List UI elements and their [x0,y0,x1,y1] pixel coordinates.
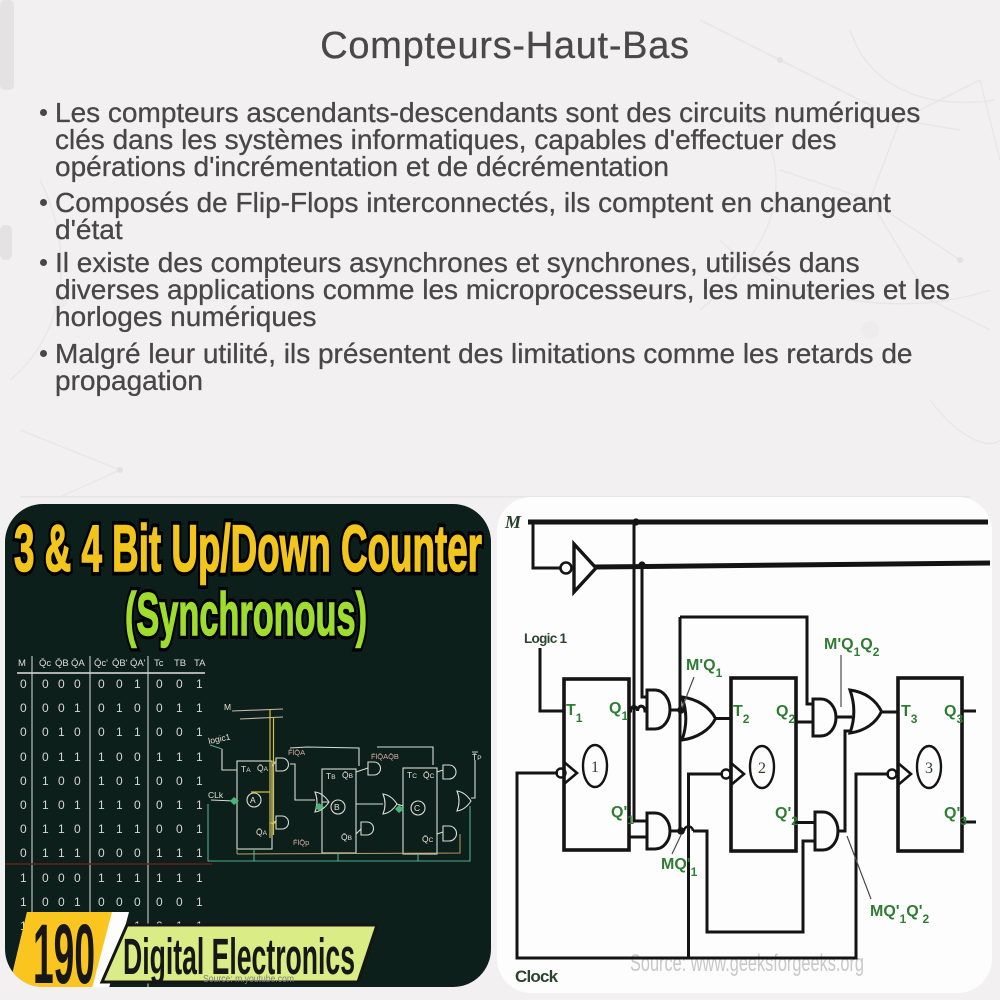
svg-text:Logic 1: Logic 1 [524,631,568,646]
svg-text:F̄lQ̄p: F̄lQ̄p [293,838,309,847]
svg-text:B: B [334,802,340,812]
svg-text:Source: www.geeksforgeeks.org: Source: www.geeksforgeeks.org [630,950,864,977]
svg-text:Q̄B: Q̄B [341,832,352,842]
svg-text:M: M [224,702,231,712]
svg-text:MQ'1Q'2: MQ'1Q'2 [870,903,930,926]
svg-text:T3: T3 [901,703,918,726]
svg-text:Digital Electronics: Digital Electronics [123,928,355,985]
svg-text:A: A [250,795,256,805]
svg-text:(Synchronous): (Synchronous) [125,581,367,648]
svg-text:TB: TB [326,771,336,781]
svg-text:C: C [414,803,420,813]
svg-text:F̄lQ̄A: F̄lQ̄A [288,748,305,757]
svg-text:1: 1 [591,759,599,776]
svg-text:Q̄C: Q̄C [422,834,434,844]
svg-text:F̄lQ̄AQ̄B: F̄lQ̄AQ̄B [371,752,399,761]
svg-text:T̄P: T̄P [472,752,482,762]
svg-text:M: M [504,512,522,532]
svg-text:T1: T1 [566,702,583,725]
svg-text:190: 190 [33,907,95,987]
svg-text:Q1: Q1 [609,700,628,723]
svg-text:M'Q1Q2: M'Q1Q2 [824,636,880,659]
svg-text:2: 2 [758,760,766,777]
svg-text:3 & 4 Bit Up/Down Counter: 3 & 4 Bit Up/Down Counter [14,511,482,585]
svg-text:Clock: Clock [515,967,559,986]
svg-text:Q2: Q2 [776,703,795,726]
svg-text:Q̄A: Q̄A [257,763,269,773]
svg-text:Q̄A: Q̄A [256,827,268,837]
svg-text:CLk: CLk [208,790,224,800]
svg-text:(Synchronous): (Synchronous) [125,581,367,648]
svg-text:3: 3 [925,760,933,777]
svg-text:MQ'1: MQ'1 [661,856,698,879]
svg-text:TA: TA [241,764,251,774]
svg-text:M'Q1: M'Q1 [686,657,723,680]
svg-text:Q̄C: Q̄C [423,770,435,780]
svg-text:Source: m.youtube.com: Source: m.youtube.com [203,973,294,985]
svg-text:TC: TC [407,770,417,780]
svg-text:3 & 4 Bit Up/Down Counter: 3 & 4 Bit Up/Down Counter [14,511,482,585]
svg-text:logic1: logic1 [207,732,231,746]
svg-text:Q̄B: Q̄B [342,770,353,780]
svg-text:T2: T2 [733,703,750,726]
